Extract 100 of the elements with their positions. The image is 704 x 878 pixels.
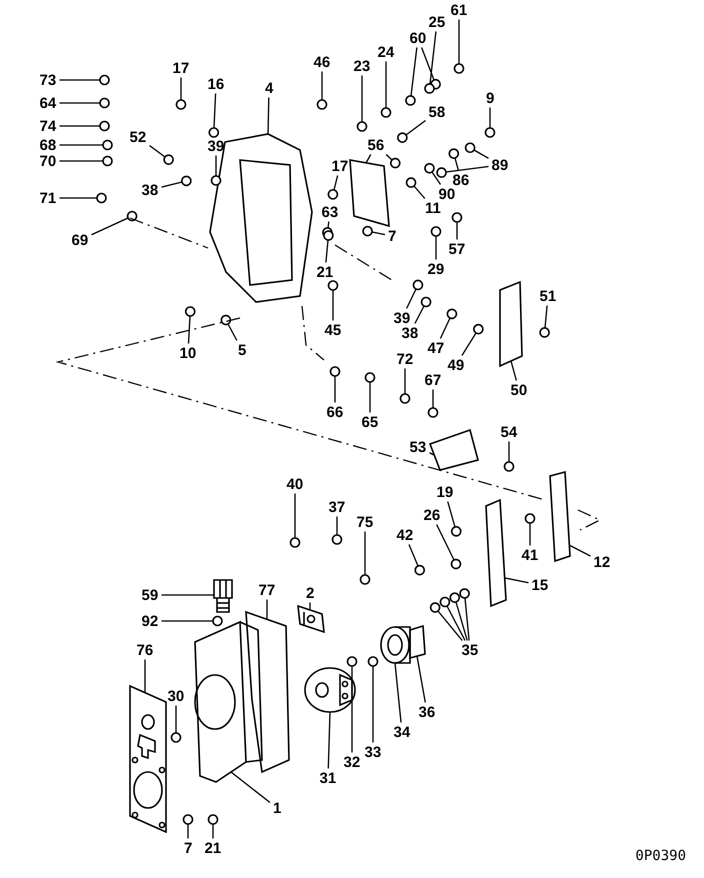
part-icon (449, 592, 460, 603)
part-icon (163, 154, 174, 165)
part-icon (390, 158, 401, 168)
leader-line (414, 306, 425, 324)
part-icon (208, 127, 220, 138)
lever-drawing (499, 280, 523, 368)
callout-number: 16 (206, 76, 226, 92)
callout-number: 66 (326, 404, 344, 420)
leader-line (267, 97, 270, 136)
leader-line (227, 324, 238, 341)
gasket-drawing (129, 684, 167, 834)
part-icon (330, 366, 340, 377)
leader-line (438, 610, 463, 641)
callout-number: 86 (452, 172, 470, 188)
callout-number: 4 (264, 80, 274, 96)
callout-number: 24 (376, 44, 396, 60)
callout-number: 10 (178, 346, 198, 360)
leader-line (212, 824, 214, 838)
part-icon (539, 327, 550, 338)
leader-line (230, 771, 270, 804)
leader-line (454, 158, 460, 171)
leader-line (429, 31, 437, 84)
leader-line (332, 290, 334, 320)
callout-number: 65 (360, 414, 380, 430)
callout-number: 92 (140, 614, 160, 628)
governor-housing-drawing (194, 620, 263, 783)
leader-line (351, 666, 353, 752)
callout-number: 29 (426, 262, 446, 276)
part-icon (405, 95, 416, 106)
leader-line (504, 577, 529, 584)
callout-number: 50 (510, 382, 528, 398)
leader-line (144, 660, 146, 693)
leader-line (372, 666, 374, 742)
callout-number: 71 (38, 190, 58, 206)
leader-line (458, 20, 460, 64)
leader-line (461, 332, 477, 356)
leader-line (447, 501, 456, 528)
leader-line (408, 544, 419, 566)
part-icon (181, 176, 192, 186)
callout-number: 11 (424, 200, 442, 216)
part-icon (380, 107, 392, 118)
part-icon (424, 162, 435, 174)
leader-line (436, 524, 455, 560)
leader-line (327, 221, 330, 228)
callout-number: 30 (166, 688, 186, 704)
leader-line (60, 144, 103, 146)
part-icon (430, 226, 442, 237)
leader-line (431, 172, 442, 185)
part-icon (420, 296, 432, 308)
ring-drawing (409, 624, 426, 660)
part-icon (459, 588, 470, 599)
leader-line (568, 544, 591, 557)
part-icon (360, 574, 370, 585)
callout-number: 1 (272, 800, 282, 816)
part-icon (184, 306, 196, 317)
plug-drawing (213, 579, 233, 613)
callout-number: 34 (392, 724, 412, 740)
gasket-drawing (245, 610, 290, 774)
part-icon (400, 393, 410, 404)
callout-number: 23 (352, 58, 372, 74)
leader-line (175, 706, 177, 733)
callout-number: 17 (172, 60, 190, 76)
leader-line (456, 222, 458, 240)
leader-line (309, 602, 311, 610)
part-icon (208, 814, 218, 825)
part-icon (450, 558, 462, 570)
leader-line (60, 79, 100, 81)
part-icon (328, 280, 338, 291)
callout-number: 19 (436, 484, 454, 500)
callout-number: 73 (38, 72, 58, 88)
leader-line (188, 316, 191, 344)
callout-number: 60 (408, 30, 428, 46)
leader-line (386, 154, 392, 160)
leader-line (162, 620, 213, 622)
part-icon (484, 127, 496, 138)
callout-number: 38 (400, 326, 420, 340)
callout-number: 49 (446, 358, 466, 372)
callout-number: 75 (356, 514, 374, 530)
leader-line (508, 442, 510, 462)
callout-number: 12 (592, 554, 612, 570)
cover-plate-drawing (349, 159, 390, 228)
leader-line (149, 145, 166, 158)
callout-number: 67 (424, 372, 442, 388)
part-icon (362, 226, 373, 236)
callout-number: 9 (485, 90, 496, 106)
callout-number: 7 (183, 840, 194, 856)
leader-line (404, 368, 406, 394)
leader-line (161, 181, 182, 188)
leader-line (372, 231, 386, 236)
callout-number: 64 (38, 96, 58, 110)
leader-line (325, 240, 329, 263)
callout-number: 72 (396, 352, 414, 366)
part-icon (424, 83, 435, 94)
leader-line (529, 523, 531, 546)
leader-line (435, 236, 437, 260)
leader-line (406, 120, 426, 136)
part-icon (452, 212, 462, 223)
part-icon (126, 210, 138, 222)
part-icon (464, 142, 476, 154)
leader-line (489, 108, 491, 128)
